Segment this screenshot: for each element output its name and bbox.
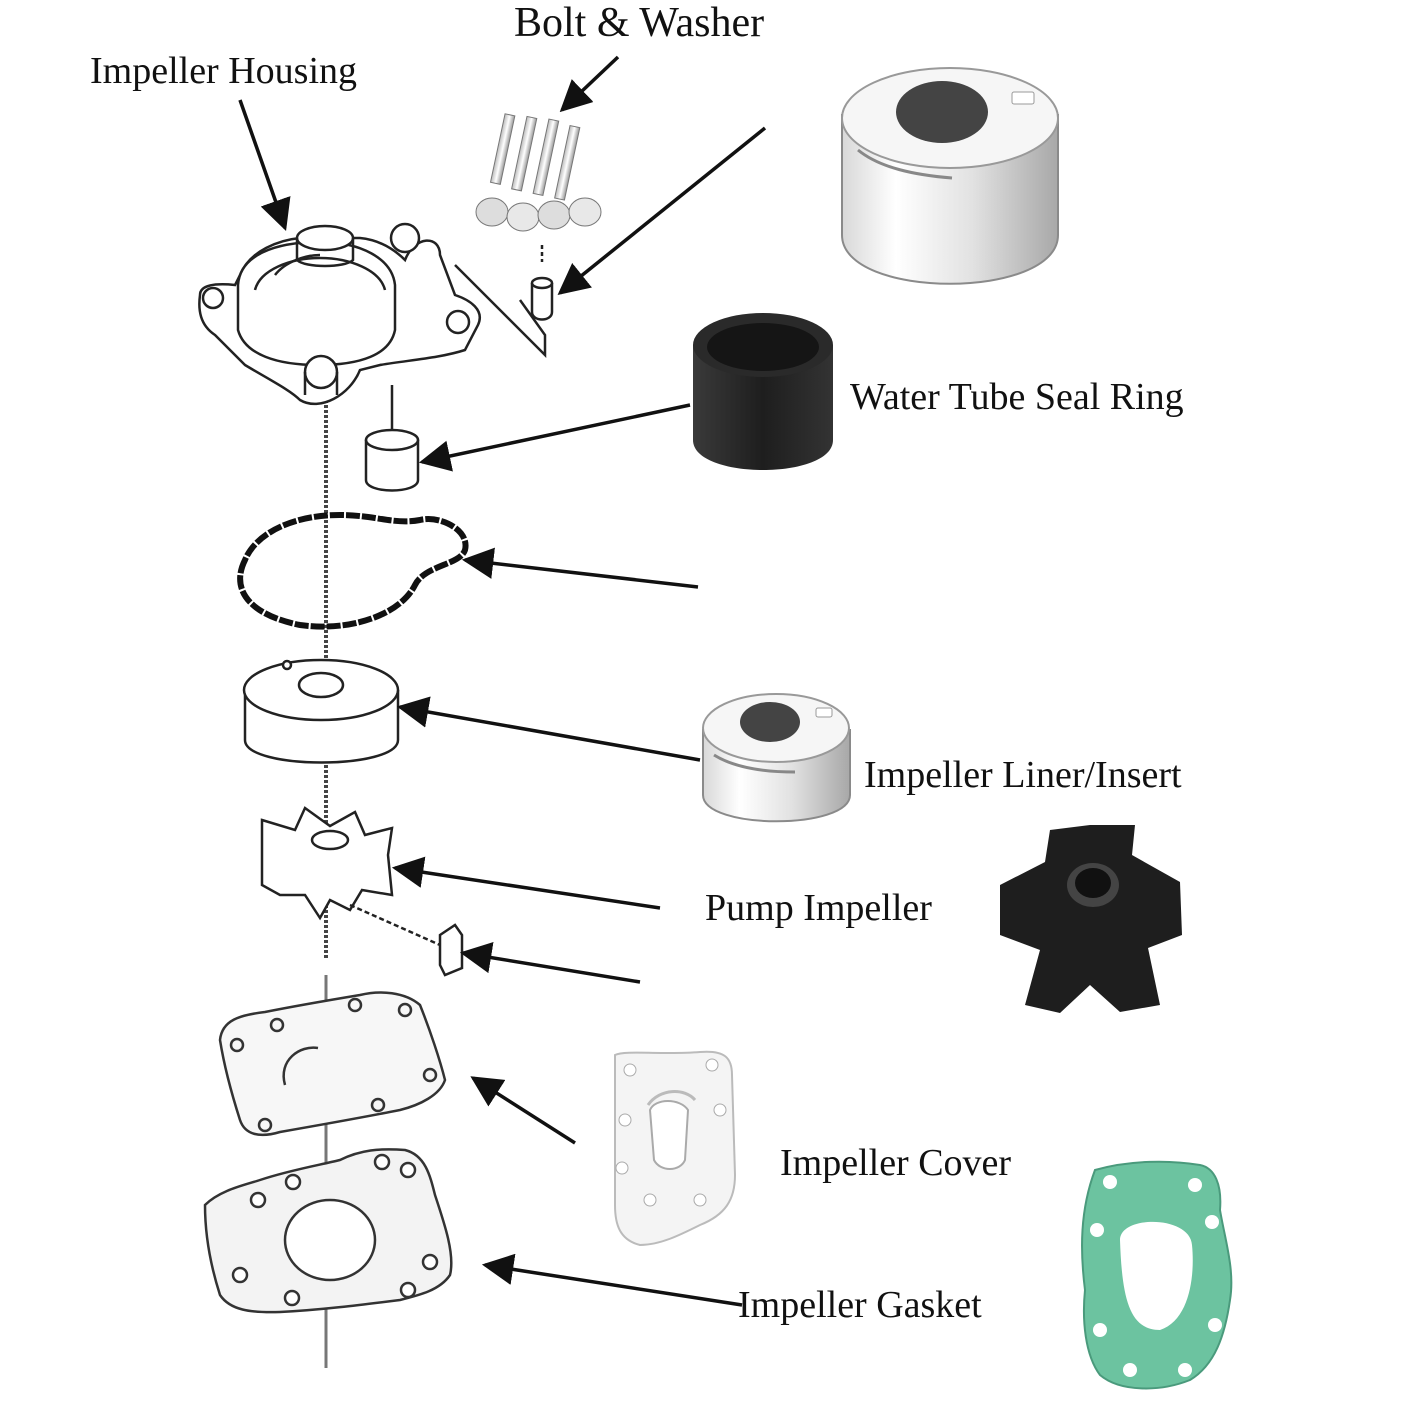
key-drawing	[438, 923, 464, 977]
arrow-liner	[396, 696, 701, 762]
seal-sleeve-drawing	[364, 428, 420, 492]
label-water-tube-seal-ring: Water Tube Seal Ring	[850, 376, 1184, 418]
arrow-impeller	[391, 856, 661, 910]
label-impeller-liner-insert: Impeller Liner/Insert	[864, 754, 1182, 796]
label-impeller-cover: Impeller Cover	[780, 1142, 1012, 1184]
impeller-gasket-drawing	[203, 1148, 453, 1314]
impeller-photo	[1000, 825, 1182, 1013]
arrow-o-ring	[461, 547, 699, 589]
impeller-housing-drawing	[198, 222, 547, 430]
large-liner-photo	[841, 67, 1059, 285]
bolts-photo	[475, 113, 602, 232]
arrows	[238, 55, 767, 1307]
impeller-cover-drawing	[218, 991, 447, 1137]
arrow-bolt-washer	[559, 55, 620, 113]
impeller-cover-photo	[614, 1050, 737, 1247]
arrow-cover	[470, 1076, 576, 1145]
small-fitting-drawing	[530, 245, 554, 321]
label-impeller-housing: Impeller Housing	[90, 50, 358, 92]
liner-drawing	[242, 658, 400, 764]
seal-ring-photo	[693, 313, 833, 470]
label-impeller-gasket: Impeller Gasket	[738, 1284, 982, 1326]
green-gasket-photo	[1081, 1160, 1233, 1390]
small-liner-photo	[702, 693, 851, 823]
arrow-gasket	[481, 1253, 743, 1307]
label-bolt-washer: Bolt & Washer	[514, 0, 765, 46]
impeller-drawing	[260, 806, 441, 947]
arrow-fitting	[557, 126, 767, 295]
arrow-seal-ring	[418, 403, 691, 472]
arrow-key	[459, 942, 641, 984]
label-pump-impeller: Pump Impeller	[705, 887, 932, 929]
arrow-impeller-housing	[238, 99, 291, 231]
o-ring-drawing	[237, 511, 469, 630]
